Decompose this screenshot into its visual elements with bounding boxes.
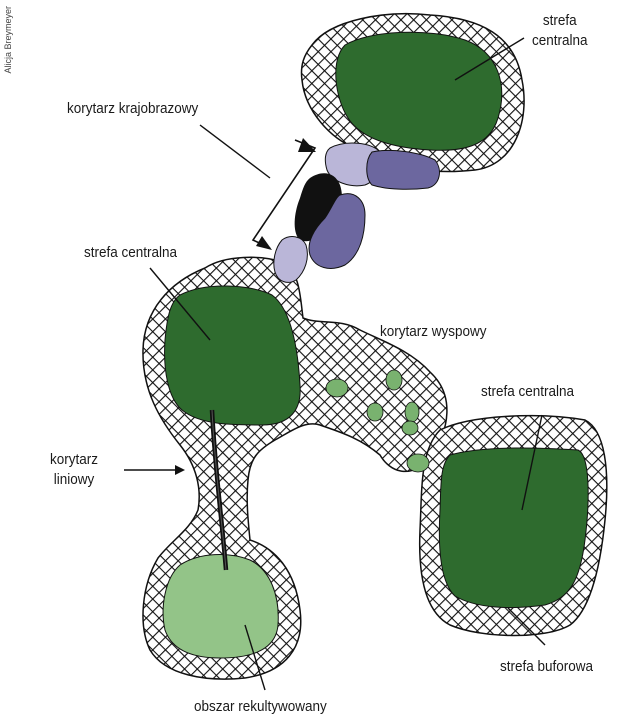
label-top-right-line2: centralna xyxy=(532,31,588,51)
label-linear-corridor-line1: korytarz xyxy=(50,450,98,470)
label-linear-corridor-line2: liniowy xyxy=(50,470,98,490)
label-island-corridor: korytarz wyspowy xyxy=(380,322,487,342)
label-linear-corridor: korytarz liniowy xyxy=(50,450,98,490)
pointer-line-landscape-corridor xyxy=(200,125,270,178)
label-reclaimed-area: obszar rekultywowany xyxy=(194,697,327,717)
landscape-patch-4 xyxy=(274,237,308,283)
label-central-zone-right: strefa centralna xyxy=(481,382,574,402)
stepping-stone-5 xyxy=(402,421,418,435)
stepping-stone-3 xyxy=(367,403,383,421)
label-top-right-line1: strefa xyxy=(532,11,588,31)
stepping-stone-4 xyxy=(405,402,419,422)
landscape-corridor-arrowhead-top xyxy=(298,138,316,152)
label-central-zone-left: strefa centralna xyxy=(84,243,177,263)
core-zone-left xyxy=(165,286,301,425)
image-credit: Alicja Breymeyer xyxy=(3,6,13,74)
label-landscape-corridor: korytarz krajobrazowy xyxy=(67,99,198,119)
stepping-stone-2 xyxy=(386,370,402,390)
label-top-right-central-zone: strefa centralna xyxy=(532,11,588,51)
stepping-stone-1 xyxy=(326,379,348,397)
landscape-corridor-arrowhead-bottom xyxy=(256,236,272,250)
stepping-stone-6 xyxy=(407,454,429,472)
reclaimed-area xyxy=(163,555,278,658)
label-buffer-zone: strefa buforowa xyxy=(500,657,593,677)
core-zone-bottom-right xyxy=(439,448,588,608)
